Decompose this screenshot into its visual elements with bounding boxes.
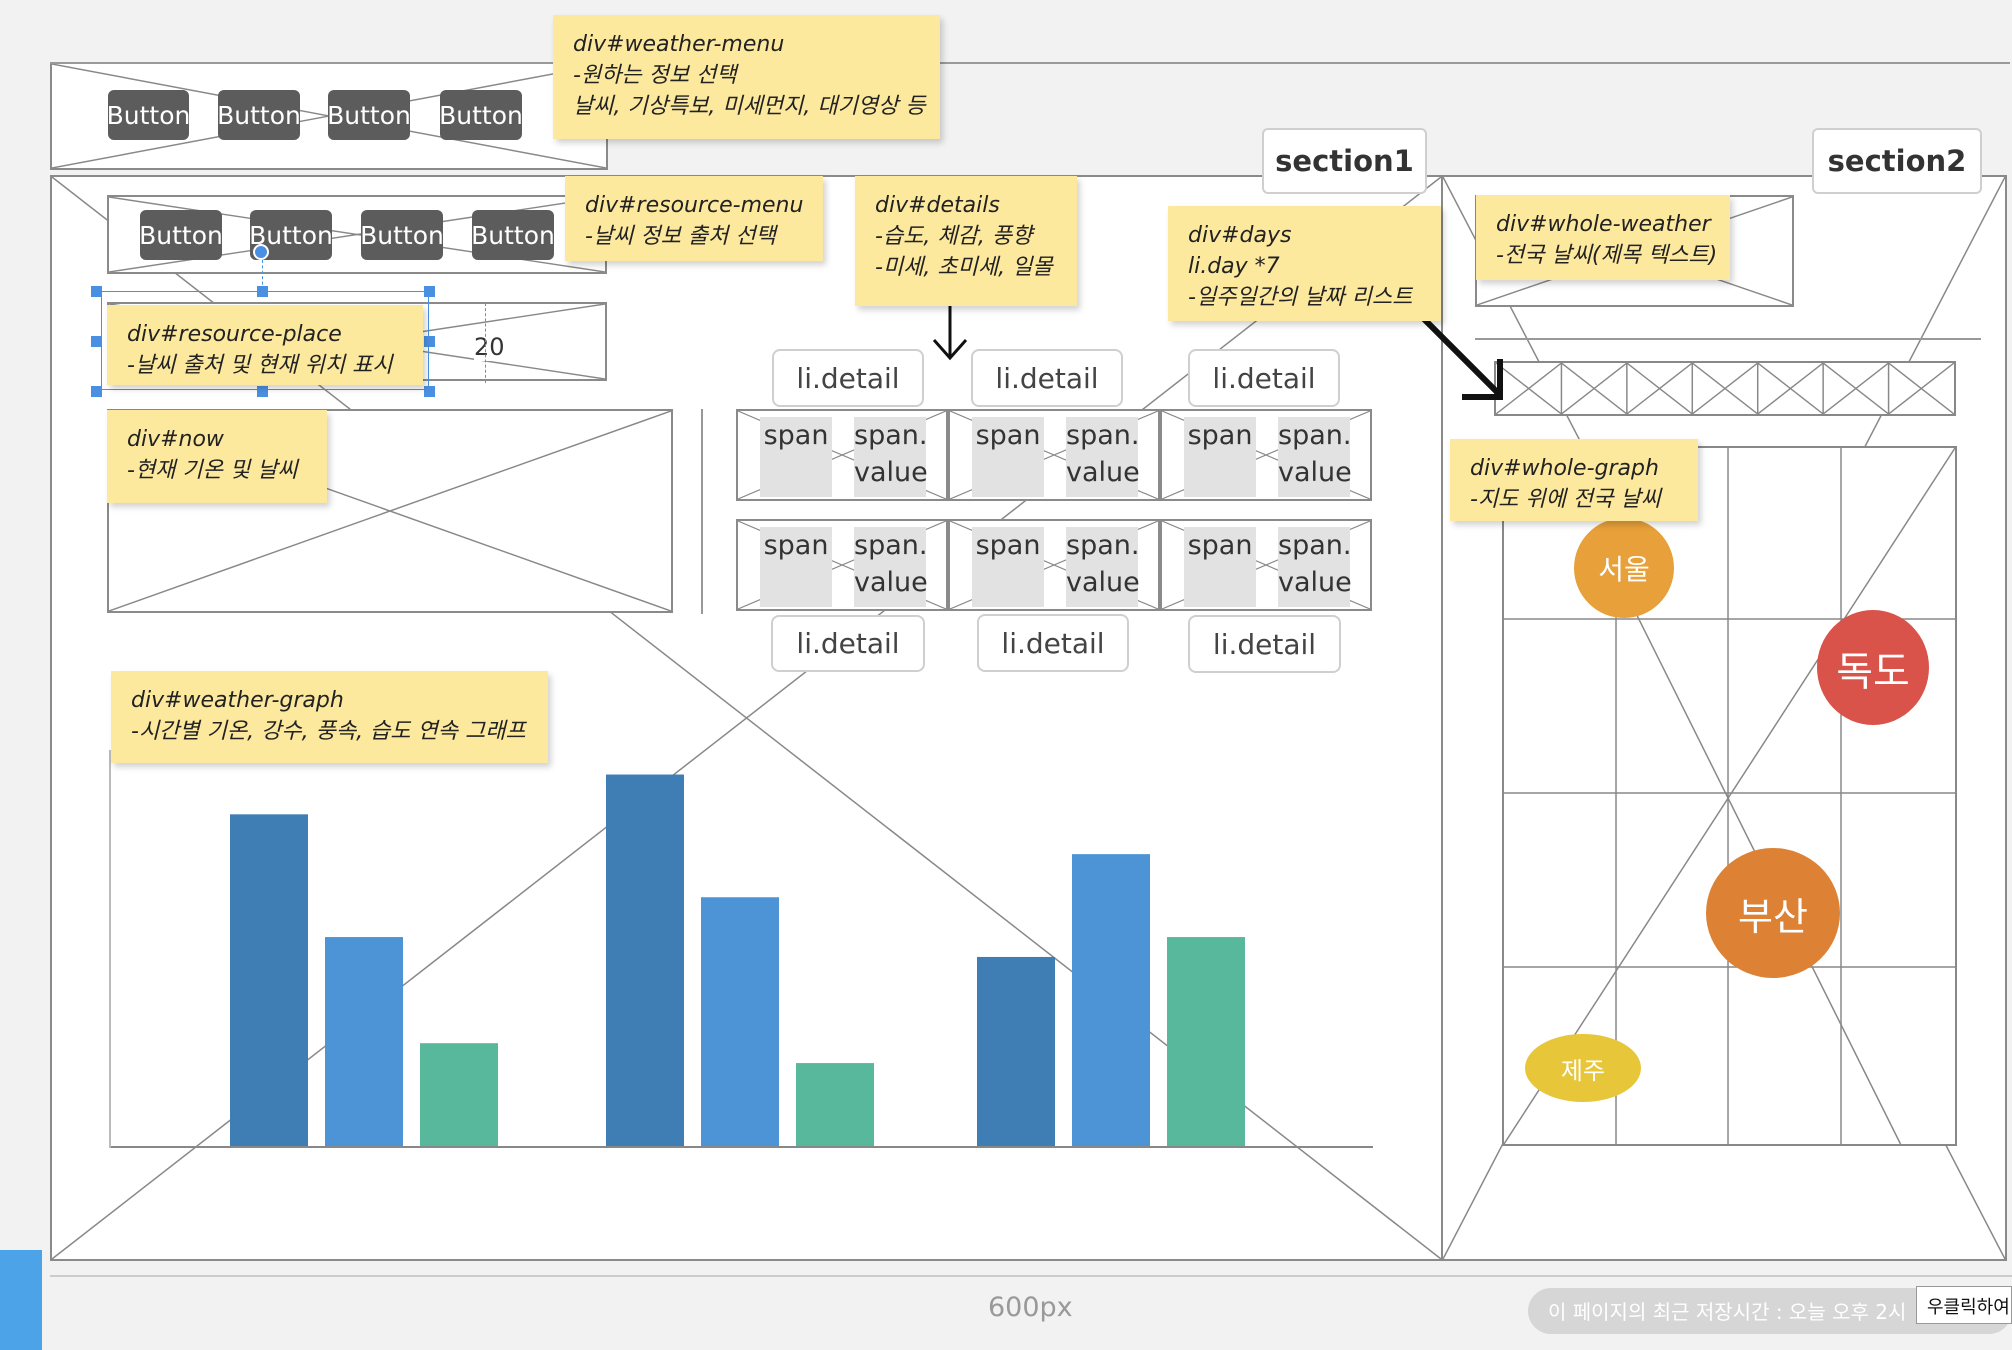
resource-menu-button-3[interactable]: Button [360,210,444,260]
note-resource-place[interactable]: div#resource-place-날씨 출처 및 현재 위치 표시 [107,305,423,385]
detail-value: span.value [1278,417,1352,497]
weather-menu-button-2[interactable]: Button [217,90,301,140]
rotate-handle[interactable] [253,244,269,260]
canvas-bottom-border [50,1275,2012,1277]
li-detail: li.detail [1188,615,1341,673]
weather-menu-extension [50,62,2010,64]
li-detail: li.detail [971,349,1123,407]
section2-divider [1475,338,1981,340]
detail-span: span [760,417,832,497]
detail-value: span.value [854,527,928,607]
note-details[interactable]: div#details-습도, 체감, 풍향-미세, 초미세, 일몰 [855,176,1077,306]
weather-graph-left-axis [109,750,111,1148]
detail-value: span.value [854,417,928,497]
weather-menu-button-3[interactable]: Button [327,90,411,140]
city-seoul-label: 서울 [1598,553,1650,586]
li-detail: li.detail [771,615,925,672]
selection-handle[interactable] [424,286,435,297]
detail-span: span [760,527,832,607]
rotate-handle-stem [262,260,263,290]
detail-span: span [972,527,1044,607]
detail-span: span [1184,527,1256,607]
selection-handle[interactable] [424,336,435,347]
note-weather-graph[interactable]: div#weather-graph-시간별 기온, 강수, 풍속, 습도 연속 … [111,671,548,763]
weather-menu-button-4[interactable]: Button [439,90,523,140]
selection-handle[interactable] [91,286,102,297]
detail-value: span.value [1066,527,1140,607]
height-dimension-label: 20 [474,333,505,361]
weather-menu-button-1[interactable]: Button [107,90,190,140]
detail-box: span span.value [736,519,948,611]
note-now[interactable]: div#now-현재 기온 및 날씨 [107,410,327,503]
section1-tab[interactable]: section1 [1262,128,1427,194]
left-edge-widget[interactable] [0,1250,42,1350]
detail-span: span [972,417,1044,497]
selection-handle[interactable] [257,386,268,397]
detail-box: span span.value [736,409,948,501]
detail-value: span.value [1278,527,1352,607]
city-busan-label: 부산 [1738,894,1808,939]
city-busan[interactable]: 부산 [1706,848,1840,978]
detail-box: span span.value [948,409,1160,501]
li-detail: li.detail [977,614,1129,672]
detail-box: span span.value [1160,409,1372,501]
li-detail: li.detail [1188,349,1340,407]
detail-value: span.value [1066,417,1140,497]
arrow-details-down-icon [932,306,968,361]
height-dimension-line [485,303,486,383]
save-status-text: 이 페이지의 최근 저장시간 : 오늘 오후 2시 [1548,1300,1907,1324]
weather-graph-baseline [110,1146,1373,1148]
city-jeju-label: 제주 [1560,1056,1606,1085]
city-jeju[interactable]: 제주 [1525,1034,1641,1102]
selection-handle[interactable] [424,386,435,397]
detail-box: span span.value [1160,519,1372,611]
note-whole-weather[interactable]: div#whole-weather-전국 날씨(제목 텍스트) [1476,195,1730,280]
city-seoul[interactable]: 서울 [1574,518,1674,618]
divider [701,409,703,614]
selection-handle[interactable] [91,336,102,347]
li-detail: li.detail [772,349,924,407]
selection-handle[interactable] [257,286,268,297]
page-width-label: 600px [988,1292,1073,1323]
selection-handle[interactable] [91,386,102,397]
detail-span: span [1184,417,1256,497]
section2-tab[interactable]: section2 [1812,128,1982,194]
city-dokdo[interactable]: 독도 [1817,610,1929,725]
note-whole-graph[interactable]: div#whole-graph-지도 위에 전국 날씨 [1450,439,1698,521]
days-list [1494,361,1956,416]
resource-menu-button-4[interactable]: Button [471,210,555,260]
detail-box: span span.value [948,519,1160,611]
resource-menu-button-1[interactable]: Button [139,210,223,260]
city-dokdo-label: 독도 [1836,648,1910,695]
right-click-hint: 우클릭하여 [1916,1286,2012,1324]
arrow-days-icon [1421,316,1503,400]
note-resource-menu[interactable]: div#resource-menu-날씨 정보 출처 선택 [565,176,823,261]
